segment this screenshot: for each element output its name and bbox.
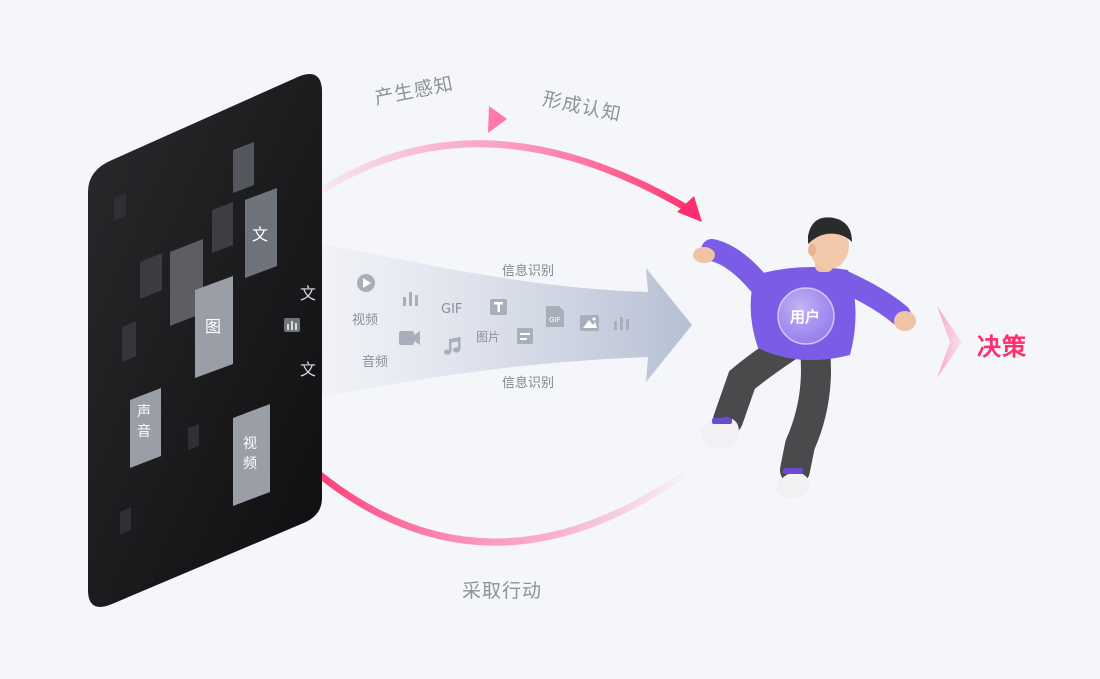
image-tile — [195, 276, 233, 378]
sound-tile — [130, 388, 161, 468]
bar-chart-icon — [284, 318, 300, 332]
side-text-bottom: 文 — [300, 360, 317, 379]
text-tile-label: 文 — [252, 225, 269, 244]
perceive-arrowhead — [488, 106, 507, 133]
cognize-arrowhead — [677, 196, 702, 222]
act-label: 采取行动 — [462, 580, 543, 602]
image-icon — [580, 315, 599, 331]
text-format-icon — [490, 299, 507, 315]
document-icon — [517, 328, 533, 344]
bar-chart-icon — [614, 317, 629, 330]
video-label: 视频 — [352, 313, 379, 328]
sound-tile-label: 声 音 — [137, 404, 151, 440]
user-character — [693, 217, 916, 499]
phone-shards — [114, 142, 254, 535]
music-note-icon — [444, 337, 461, 355]
act-arc — [296, 454, 694, 546]
svg-text:GIF: GIF — [549, 316, 561, 324]
side-text-top: 文 — [300, 284, 317, 303]
user-badge-label: 用户 — [790, 308, 821, 326]
recognize-label-bottom: 信息识别 — [502, 376, 555, 391]
image-tile-label: 图 — [205, 317, 222, 336]
play-icon — [357, 274, 375, 292]
recognize-label-top: 信息识别 — [502, 264, 555, 279]
video-tile — [233, 404, 270, 506]
bar-chart-icon — [403, 292, 418, 306]
information-stream — [292, 238, 692, 402]
decision-chevron — [937, 306, 962, 378]
gif-file-icon: GIF — [546, 306, 564, 327]
text-tile — [245, 188, 277, 278]
image-label: 图片 — [476, 330, 501, 344]
perceive-arc — [296, 140, 694, 214]
camera-icon — [399, 331, 420, 345]
audio-label: 音频 — [362, 355, 389, 370]
decision-label: 决策 — [977, 333, 1027, 361]
gif-label: GIF — [441, 302, 463, 317]
user-badge-circle — [777, 287, 835, 345]
video-tile-label: 视 频 — [243, 436, 257, 472]
